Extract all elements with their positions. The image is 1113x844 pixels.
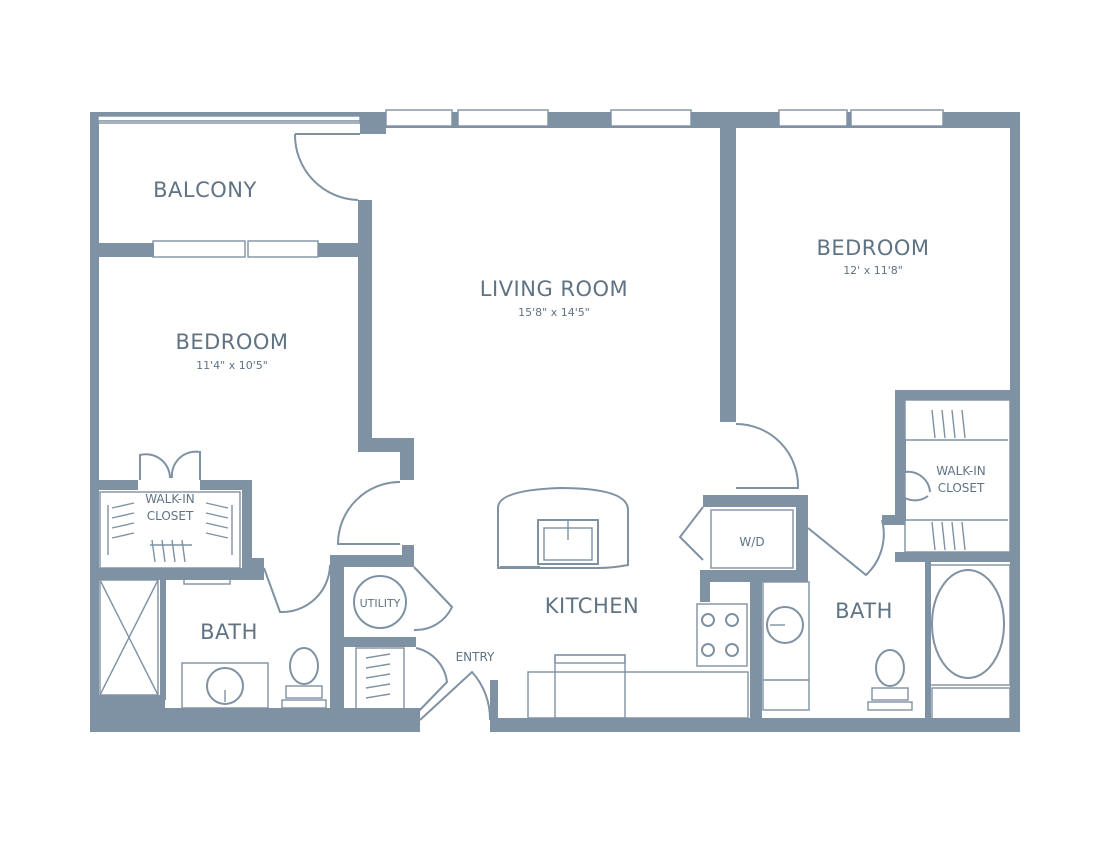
- bath-left-label: BATH: [200, 620, 258, 644]
- closet-right-label-1: WALK-IN: [936, 464, 986, 478]
- bedroom-right-size: 12' x 11'8": [843, 264, 903, 277]
- closet-left-label-1: WALK-IN: [145, 492, 195, 506]
- closet-rod-left: [111, 502, 229, 563]
- living-room-label: LIVING ROOM: [480, 277, 628, 301]
- closet-left-label-2: CLOSET: [147, 509, 194, 523]
- doors: [139, 133, 931, 721]
- entry-label: ENTRY: [456, 650, 495, 664]
- living-room-size: 15'8" x 14'5": [518, 306, 590, 319]
- closet-right-label-2: CLOSET: [938, 481, 985, 495]
- bedroom-left-size: 11'4" x 10'5": [196, 359, 268, 372]
- fixtures: [99, 399, 1011, 727]
- closet-rod-right: [931, 409, 966, 551]
- utility-label: UTILITY: [360, 597, 401, 610]
- kitchen-label: KITCHEN: [545, 594, 640, 618]
- room-labels: BALCONY LIVING ROOM 15'8" x 14'5" BEDROO…: [145, 178, 986, 664]
- wd-label: W/D: [739, 535, 764, 549]
- interior-walls: [98, 112, 1013, 732]
- balcony-label: BALCONY: [153, 178, 257, 202]
- bedroom-left-label: BEDROOM: [175, 330, 288, 354]
- bath-right-label: BATH: [835, 599, 893, 623]
- bedroom-right-label: BEDROOM: [816, 236, 929, 260]
